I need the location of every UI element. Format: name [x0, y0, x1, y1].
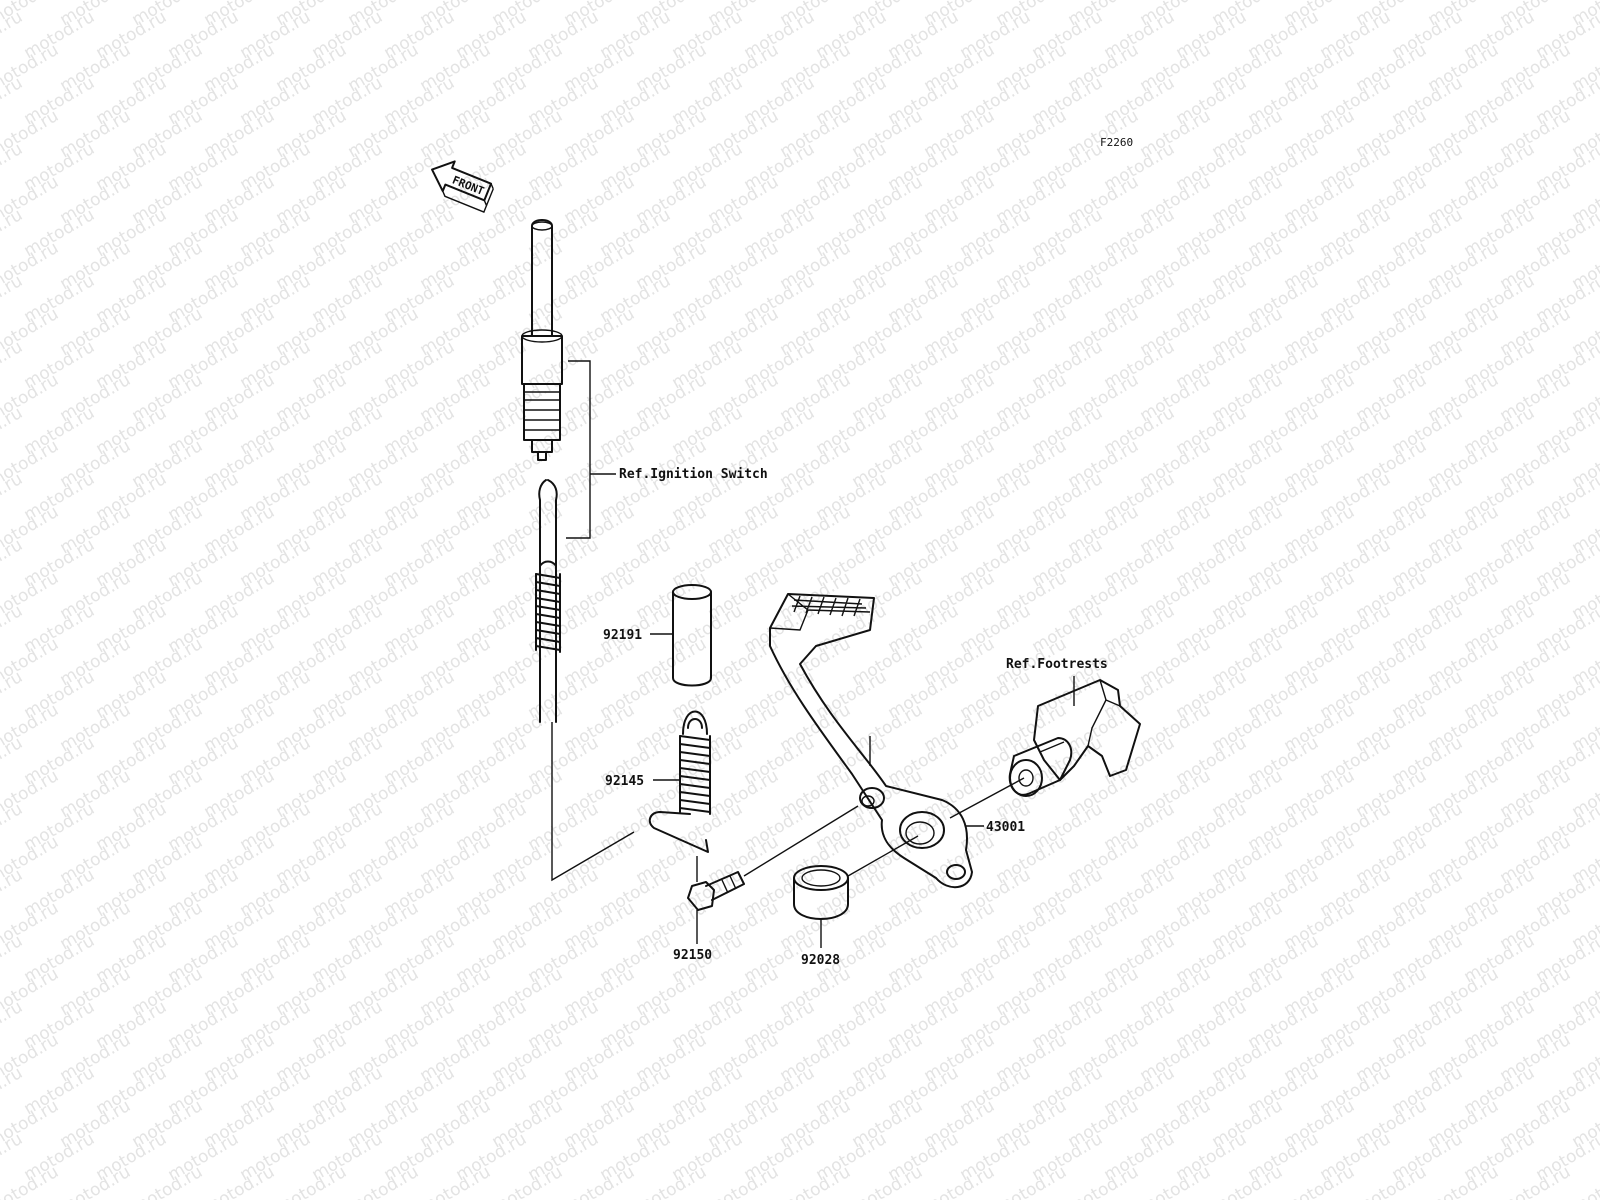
watermark-text: motod.ru — [0, 469, 26, 525]
footrest-bracket — [1008, 679, 1141, 797]
ref-footrests-label: Ref.Footrests — [1006, 657, 1108, 672]
spring-leader-line — [551, 722, 635, 882]
watermark-text: motod.ru — [0, 865, 26, 921]
bolt-leader-line — [743, 805, 859, 877]
watermark-text: motod.ru — [0, 1195, 26, 1200]
watermark-text: motod.ru — [0, 1063, 26, 1119]
watermark-text: motod.ru — [0, 271, 26, 327]
watermark-text: motod.ru — [0, 667, 26, 723]
watermark-text: motod.ru — [0, 931, 26, 987]
watermark-text: motod.ru — [0, 73, 26, 129]
watermark-text: motod.ru — [0, 1129, 26, 1185]
watermark-text: motod.ru — [0, 337, 26, 393]
figure-code: F2260 — [1100, 136, 1133, 149]
part-number-92150: 92150 — [673, 948, 712, 963]
watermark-text: motod.ru — [0, 139, 26, 195]
part-92028-bushing — [793, 865, 849, 920]
part-number-43001: 43001 — [986, 820, 1025, 835]
brake-light-switch — [521, 219, 563, 461]
watermark-text: motod.ru — [0, 403, 26, 459]
watermark-text: motod.ru — [0, 7, 26, 63]
part-92191-sleeve — [672, 584, 712, 687]
part-92150-bolt — [687, 871, 745, 911]
watermark-text: motod.ru — [0, 799, 26, 855]
watermark-text: motod.ru — [0, 997, 26, 1053]
ref-ignition-switch-label: Ref.Ignition Switch — [619, 467, 768, 482]
watermark-text: motod.ru — [0, 205, 26, 261]
switch-spring — [535, 560, 561, 653]
watermark-text: motod.ru — [0, 733, 26, 789]
switch-rod — [538, 479, 558, 723]
part-number-92028: 92028 — [801, 953, 840, 968]
part-92145-spring — [648, 710, 711, 853]
part-number-92191: 92191 — [603, 628, 642, 643]
part-number-92145: 92145 — [605, 774, 644, 789]
watermark-text: motod.ru — [0, 601, 26, 657]
part-43001-brake-pedal — [769, 593, 973, 888]
ignition-switch-bracket — [566, 360, 616, 539]
watermark-text: motod.ru — [1569, 1162, 1600, 1200]
watermark-text: motod.ru — [0, 535, 26, 591]
